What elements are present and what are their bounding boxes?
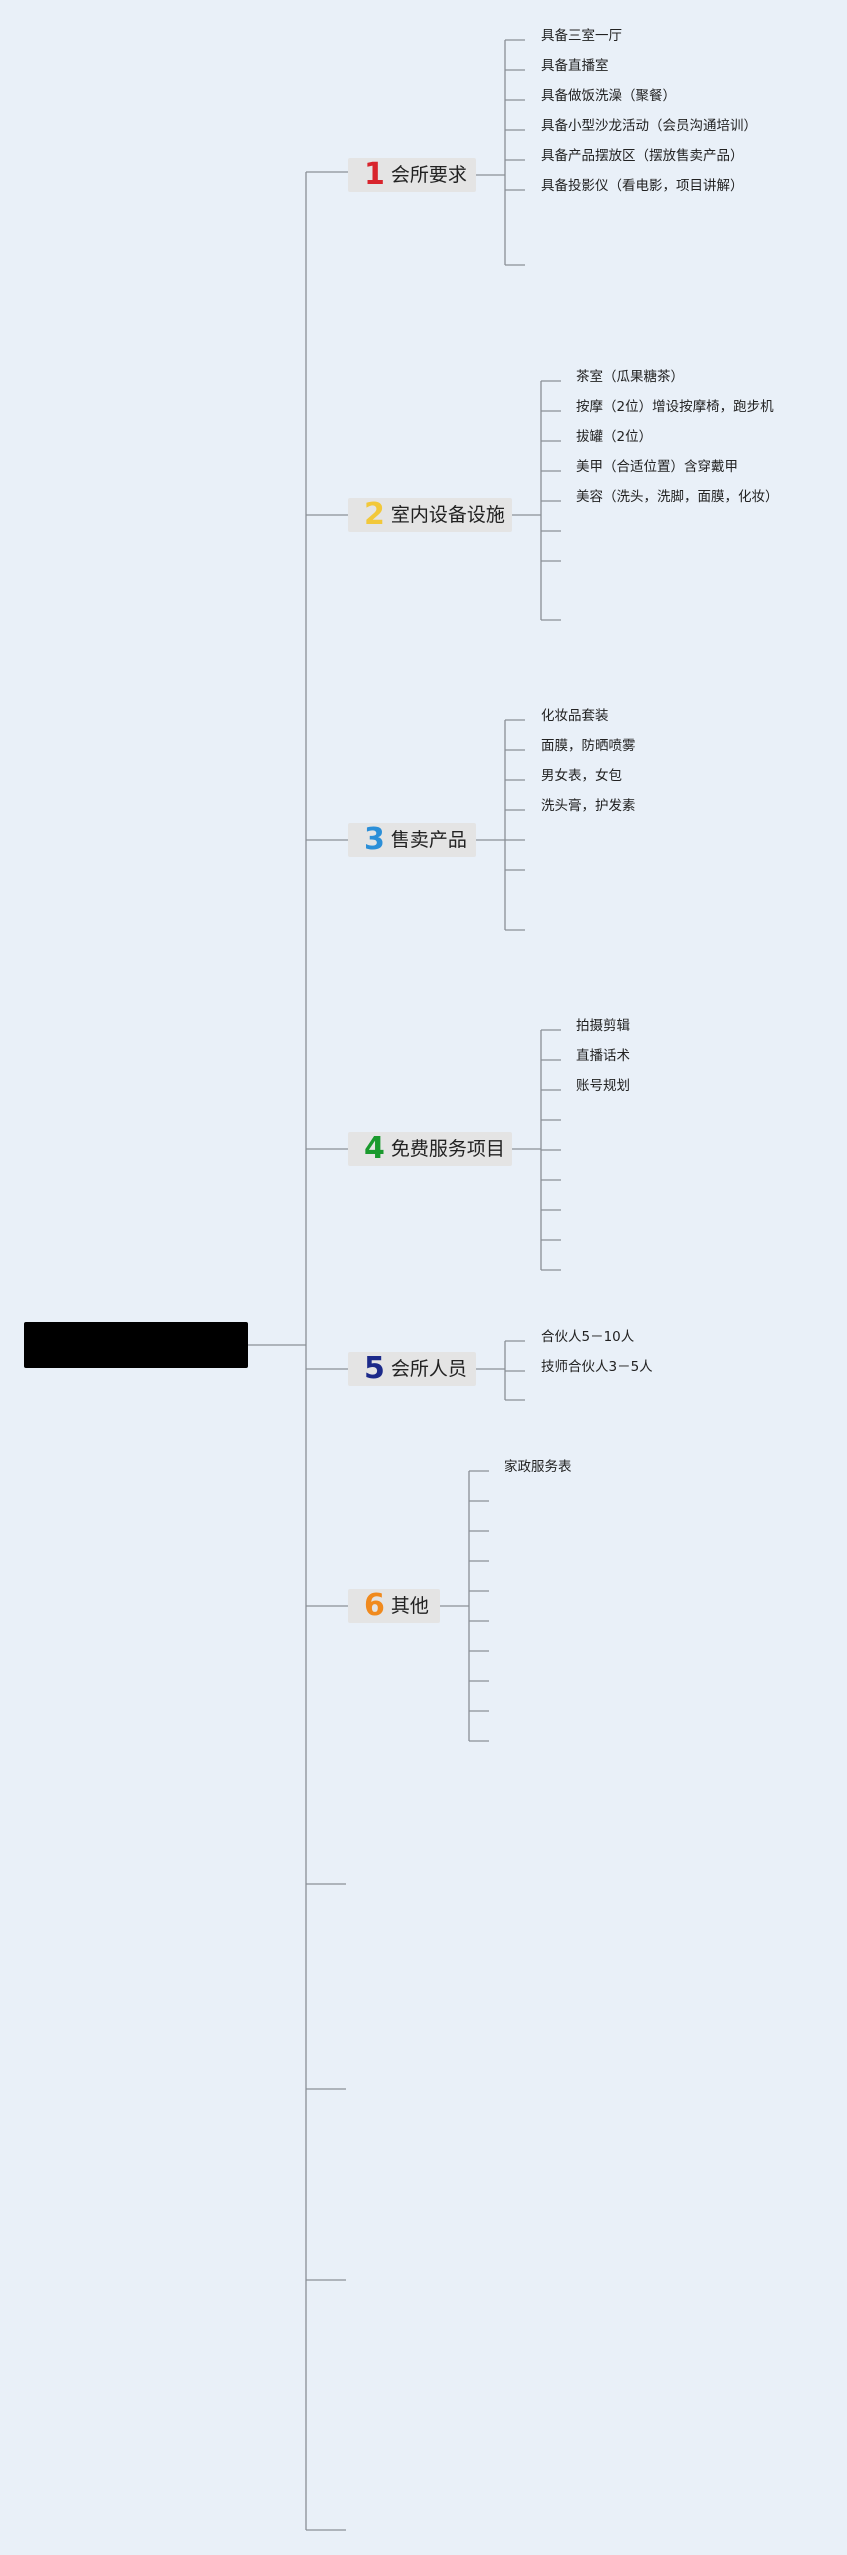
leaf-item[interactable]: 账号规划 bbox=[576, 1078, 630, 1094]
topic-label: 售卖产品 bbox=[390, 829, 467, 851]
leaf-item[interactable]: 家政服务表 bbox=[504, 1459, 572, 1475]
leaf-item[interactable]: 技师合伙人3－5人 bbox=[541, 1359, 653, 1375]
leaf-item[interactable]: 化妆品套装 bbox=[541, 708, 609, 724]
topic-number: 2 bbox=[364, 497, 385, 532]
leaf-item[interactable]: 男女表，女包 bbox=[541, 768, 622, 784]
leaf-item[interactable]: 合伙人5－10人 bbox=[541, 1329, 635, 1345]
leaf-item[interactable]: 洗头膏，护发素 bbox=[541, 798, 636, 814]
root-node[interactable] bbox=[24, 1322, 248, 1368]
topic-number: 1 bbox=[364, 157, 385, 192]
topic-number: 6 bbox=[364, 1588, 385, 1623]
leaf-item[interactable]: 拍摄剪辑 bbox=[576, 1018, 630, 1034]
topic-label: 其他 bbox=[390, 1595, 429, 1617]
topic-label: 会所人员 bbox=[390, 1358, 467, 1380]
leaf-item[interactable]: 茶室（瓜果糖茶） bbox=[576, 369, 684, 385]
topic-number: 4 bbox=[364, 1131, 385, 1166]
leaf-item[interactable]: 具备直播室 bbox=[541, 58, 609, 74]
leaf-item[interactable]: 面膜，防晒喷雾 bbox=[541, 738, 636, 754]
leaf-item[interactable]: 按摩（2位）增设按摩椅，跑步机 bbox=[576, 399, 774, 415]
leaf-item[interactable]: 美容（洗头，洗脚，面膜，化妆） bbox=[576, 489, 779, 505]
topic-label: 室内设备设施 bbox=[390, 504, 505, 526]
topic-label: 会所要求 bbox=[390, 164, 467, 186]
leaf-item[interactable]: 直播话术 bbox=[576, 1048, 630, 1064]
topic-number: 5 bbox=[364, 1351, 385, 1386]
leaf-item[interactable]: 具备三室一厅 bbox=[541, 28, 622, 44]
leaf-item[interactable]: 具备小型沙龙活动（会员沟通培训） bbox=[541, 118, 757, 134]
topic-number: 3 bbox=[364, 822, 385, 857]
topic-label: 免费服务项目 bbox=[390, 1138, 505, 1160]
leaf-item[interactable]: 具备做饭洗澡（聚餐） bbox=[541, 88, 676, 104]
leaf-item[interactable]: 拔罐（2位） bbox=[576, 429, 653, 445]
leaf-item[interactable]: 美甲（合适位置）含穿戴甲 bbox=[576, 459, 738, 475]
leaf-item[interactable]: 具备投影仪（看电影，项目讲解） bbox=[541, 178, 744, 194]
leaf-item[interactable]: 具备产品摆放区（摆放售卖产品） bbox=[541, 148, 744, 164]
